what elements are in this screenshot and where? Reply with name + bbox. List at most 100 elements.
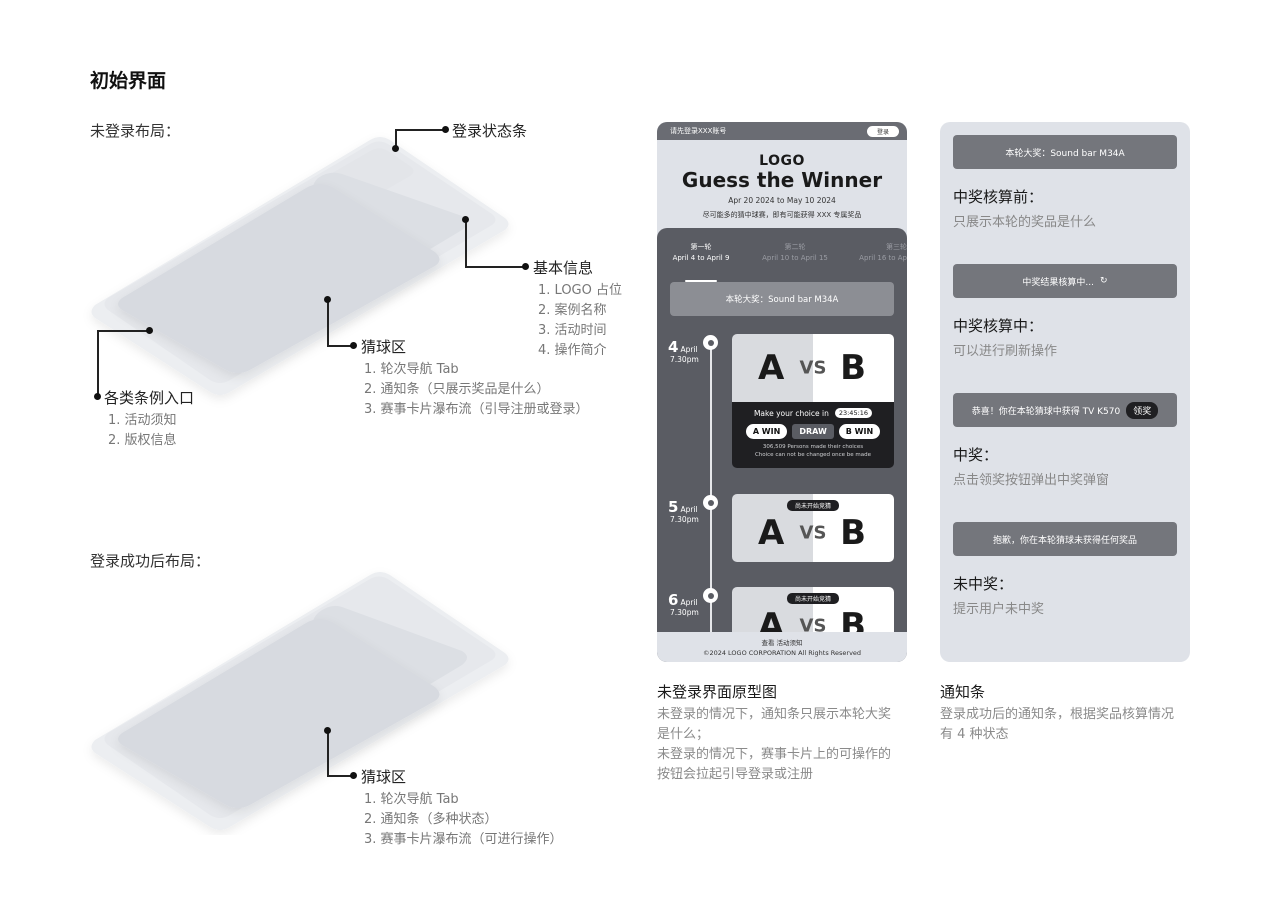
- choice-prompt: Make your choice in: [753, 408, 829, 418]
- basic-info-list: 1. LOGO 占位 2. 案例名称 3. 活动时间 4. 操作简介: [538, 281, 622, 361]
- state-desc: 只展示本轮的奖品是什么: [953, 215, 1097, 230]
- list-item: 2. 案例名称: [538, 303, 607, 318]
- tab-label: 第三轮: [886, 243, 907, 251]
- callout-game-area: 猜球区: [361, 338, 407, 356]
- notification-bar-lost: 抱歉，你在本轮猜球未获得任何奖品: [953, 522, 1177, 556]
- tab-range: April 16 to Ap: [859, 254, 907, 262]
- callout-line: [465, 220, 467, 267]
- list-item: 1. 活动须知: [108, 413, 177, 428]
- match-teams: A VS B: [732, 334, 894, 402]
- phone-footer: 查看 活动须知 ©2024 LOGO CORPORATION All Right…: [657, 632, 907, 662]
- notif-caption-text: 登录成功后的通知条，根据奖品核算情况 有 4 种状态: [940, 707, 1175, 742]
- list-item: 3. 赛事卡片瀑布流（可进行操作）: [364, 832, 563, 847]
- callout-dot: [392, 145, 399, 152]
- logged-out-label: 未登录布局：: [90, 122, 181, 140]
- copyright: ©2024 LOGO CORPORATION All Rights Reserv…: [702, 649, 862, 657]
- bar-text: 中奖结果核算中...: [1022, 277, 1095, 288]
- timeline: [710, 342, 712, 642]
- b-win-button[interactable]: B WIN: [838, 424, 881, 439]
- callout-dot: [350, 342, 357, 349]
- callout-status-bar: 登录状态条: [452, 122, 528, 140]
- callout-basic-info: 基本信息: [533, 259, 594, 277]
- notification-bar-before: 本轮大奖：Sound bar M34A: [953, 135, 1177, 169]
- event-intro: 尽可能多的猜中球赛，即有可能获得 XXX 专属奖品: [702, 211, 862, 219]
- not-started-badge: 尚未开始竞猜: [786, 500, 840, 511]
- callout-dot: [146, 327, 153, 334]
- state-desc: 提示用户未中奖: [953, 602, 1045, 617]
- list-item: 3. 赛事卡片瀑布流（引导注册或登录）: [364, 402, 589, 417]
- tab-round-2[interactable]: 第二轮 April 10 to April 15: [757, 242, 833, 264]
- draw-button[interactable]: DRAW: [792, 424, 834, 439]
- game-area-logged-in-list: 1. 轮次导航 Tab 2. 通知条（多种状态） 3. 赛事卡片瀑布流（可进行操…: [364, 790, 563, 850]
- callout-line: [327, 345, 353, 347]
- callout-line: [395, 129, 445, 131]
- state-title: 中奖核算中：: [953, 317, 1044, 335]
- login-prompt: 请先登录XXX账号: [670, 127, 727, 135]
- callout-line: [327, 730, 329, 776]
- choice-note: Choice can not be changed once be made: [754, 452, 872, 458]
- state-title: 中奖核算前：: [953, 188, 1044, 206]
- list-item: 1. LOGO 占位: [538, 283, 622, 298]
- list-item: 3. 活动时间: [538, 323, 607, 338]
- list-item: 2. 通知条（只展示奖品是什么）: [364, 382, 550, 397]
- page-title: 初始界面: [90, 70, 167, 92]
- state-title: 未中奖：: [953, 575, 1014, 593]
- timeline-node: [703, 335, 718, 350]
- callout-line: [327, 775, 353, 777]
- claim-prize-button[interactable]: 领奖: [1126, 401, 1159, 419]
- callout-entries: 各类条例入口: [104, 389, 195, 407]
- callout-line: [395, 130, 397, 149]
- tab-label: 第二轮: [784, 243, 806, 251]
- tab-range: April 4 to April 9: [672, 254, 730, 262]
- callout-dot: [324, 727, 331, 734]
- logged-in-label: 登录成功后布局：: [90, 552, 211, 570]
- headline: Guess the Winner: [681, 168, 883, 192]
- game-area-list: 1. 轮次导航 Tab 2. 通知条（只展示奖品是什么） 3. 赛事卡片瀑布流（…: [364, 360, 589, 420]
- team-b: B: [840, 348, 866, 388]
- a-win-button[interactable]: A WIN: [745, 424, 788, 439]
- callout-dot: [94, 393, 101, 400]
- state-desc: 点击领奖按钮弹出中奖弹窗: [953, 473, 1110, 488]
- callout-line: [327, 300, 329, 346]
- list-item: 1. 轮次导航 Tab: [364, 792, 459, 807]
- not-started-badge: 尚未开始竞猜: [786, 593, 840, 604]
- list-item: 4. 操作简介: [538, 343, 607, 358]
- countdown-timer: 23:45:16: [834, 408, 873, 418]
- team-a: A: [758, 348, 785, 388]
- match-time: 7.30pm: [670, 355, 699, 364]
- notification-bar-calculating[interactable]: 中奖结果核算中... ↻: [953, 264, 1177, 298]
- state-desc: 可以进行刷新操作: [953, 344, 1058, 359]
- bar-text: 恭喜！你在本轮猜球中获得 TV K570: [971, 406, 1121, 417]
- tab-round-3[interactable]: 第三轮 April 16 to Ap: [855, 242, 907, 264]
- vs-label: VS: [799, 615, 827, 637]
- match-card: A VS B Make your choice in 23:45:16 A WI…: [732, 334, 894, 468]
- refresh-icon[interactable]: ↻: [1100, 276, 1108, 286]
- timeline-node: [703, 495, 718, 510]
- login-button[interactable]: 登录: [867, 125, 899, 137]
- vs-label: VS: [799, 522, 827, 544]
- round-tabs: 第一轮 April 4 to April 9 第二轮 April 10 to A…: [657, 242, 907, 282]
- entries-list: 1. 活动须知 2. 版权信息: [108, 411, 177, 451]
- callout-dot: [462, 216, 469, 223]
- notification-bar: 本轮大奖：Sound bar M34A: [670, 282, 894, 316]
- vs-label: VS: [799, 357, 827, 379]
- active-tab-indicator: [685, 280, 717, 282]
- list-item: 2. 通知条（多种状态）: [364, 812, 498, 827]
- state-title: 中奖：: [953, 446, 999, 464]
- notif-caption-title: 通知条: [940, 683, 986, 701]
- phone-caption-title: 未登录界面原型图: [657, 683, 778, 701]
- tab-round-1[interactable]: 第一轮 April 4 to April 9: [670, 242, 732, 264]
- callout-dot: [442, 126, 449, 133]
- logged-in-layout-diagram: [80, 565, 540, 835]
- match-card: 尚未开始竞猜 A VS B: [732, 494, 894, 562]
- callout-dot: [350, 772, 357, 779]
- rules-link[interactable]: 查看 活动须知: [761, 639, 803, 647]
- tab-label: 第一轮: [690, 243, 712, 251]
- callout-dot: [324, 296, 331, 303]
- callout-line: [465, 266, 525, 268]
- match-time: 7.30pm: [670, 515, 699, 524]
- notification-bar-won: 恭喜！你在本轮猜球中获得 TV K570 领奖: [953, 393, 1177, 427]
